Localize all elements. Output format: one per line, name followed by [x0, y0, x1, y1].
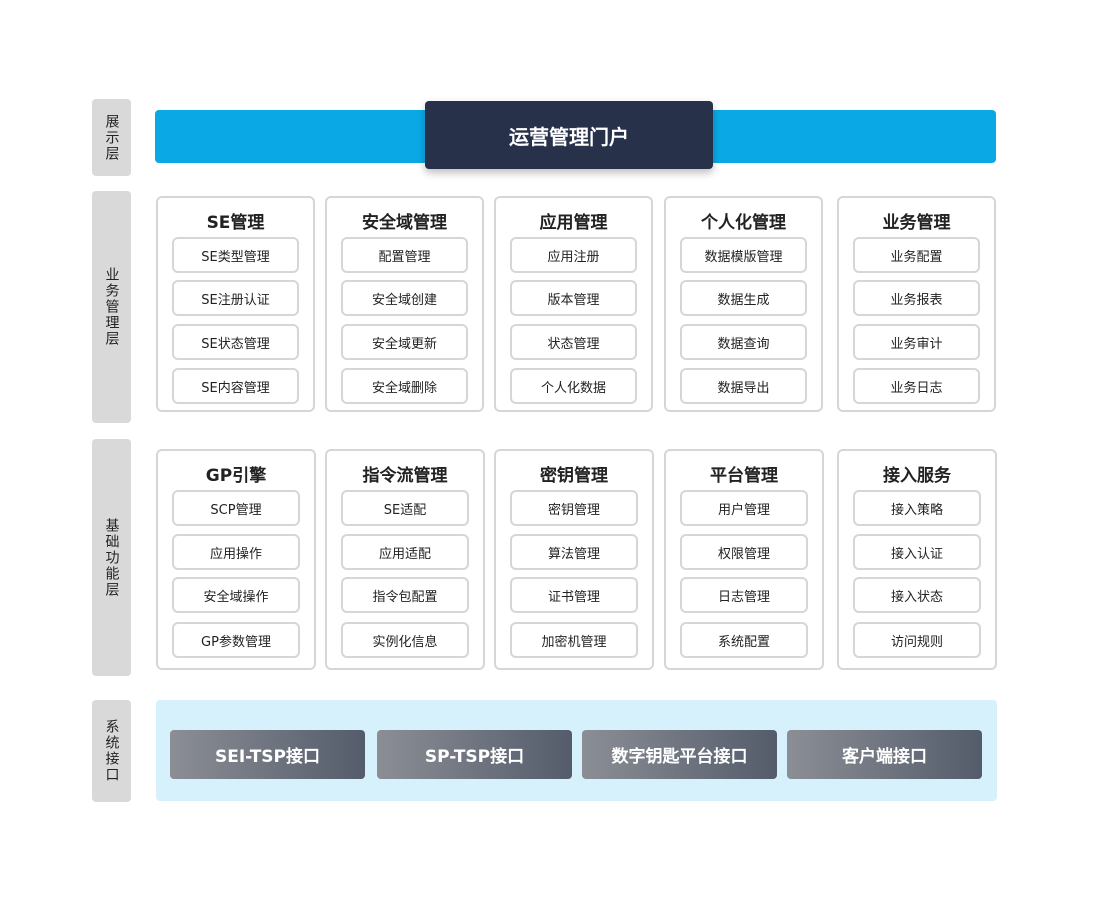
- module-item[interactable]: 指令包配置: [341, 577, 469, 613]
- module-item[interactable]: 应用适配: [341, 534, 469, 570]
- module-item[interactable]: 安全域创建: [341, 280, 468, 316]
- module-item[interactable]: 权限管理: [680, 534, 808, 570]
- module-item[interactable]: SE注册认证: [172, 280, 299, 316]
- module-item[interactable]: 应用注册: [510, 237, 637, 273]
- layer-label-presentation-text: 展示层: [103, 113, 120, 162]
- layer-label-foundation-text: 基础功能层: [103, 517, 120, 598]
- layer-label-interface-text: 系统接口: [103, 719, 120, 783]
- module-item[interactable]: SE内容管理: [172, 368, 299, 404]
- module-item[interactable]: 安全域操作: [172, 577, 300, 613]
- module-title: 指令流管理: [362, 466, 448, 486]
- module-item[interactable]: 实例化信息: [341, 622, 469, 658]
- module-title: SE管理: [206, 213, 265, 233]
- module-access-service: 接入服务 接入策略 接入认证 接入状态 访问规则: [837, 449, 997, 670]
- portal-title[interactable]: 运营管理门户: [425, 101, 713, 169]
- module-gp-engine: GP引擎 SCP管理 应用操作 安全域操作 GP参数管理: [156, 449, 316, 670]
- module-item[interactable]: 加密机管理: [510, 622, 638, 658]
- module-item[interactable]: 接入策略: [853, 490, 981, 526]
- interface-sp-tsp[interactable]: SP-TSP接口: [377, 730, 572, 779]
- module-item[interactable]: 状态管理: [510, 324, 637, 360]
- module-item[interactable]: 数据模版管理: [680, 237, 807, 273]
- module-item[interactable]: 用户管理: [680, 490, 808, 526]
- module-item[interactable]: 版本管理: [510, 280, 637, 316]
- module-se-management: SE管理 SE类型管理 SE注册认证 SE状态管理 SE内容管理: [156, 196, 315, 412]
- layer-label-presentation: 展示层: [92, 99, 131, 176]
- module-title: 个人化管理: [701, 213, 786, 233]
- module-item[interactable]: 数据导出: [680, 368, 807, 404]
- module-item[interactable]: 安全域删除: [341, 368, 468, 404]
- interface-sei-tsp[interactable]: SEI-TSP接口: [170, 730, 365, 779]
- module-item[interactable]: 访问规则: [853, 622, 981, 658]
- module-item[interactable]: 数据生成: [680, 280, 807, 316]
- interface-client[interactable]: 客户端接口: [787, 730, 982, 779]
- module-item[interactable]: 系统配置: [680, 622, 808, 658]
- module-item[interactable]: 业务日志: [853, 368, 980, 404]
- module-item[interactable]: SCP管理: [172, 490, 300, 526]
- module-item[interactable]: 算法管理: [510, 534, 638, 570]
- module-item[interactable]: GP参数管理: [172, 622, 300, 658]
- module-item[interactable]: SE类型管理: [172, 237, 299, 273]
- module-title: 平台管理: [710, 466, 778, 486]
- module-item[interactable]: 数据查询: [680, 324, 807, 360]
- module-item[interactable]: SE状态管理: [172, 324, 299, 360]
- module-application-management: 应用管理 应用注册 版本管理 状态管理 个人化数据: [494, 196, 653, 412]
- layer-label-business-text: 业务管理层: [103, 267, 120, 347]
- module-platform-management: 平台管理 用户管理 权限管理 日志管理 系统配置: [664, 449, 824, 670]
- module-title: 业务管理: [882, 213, 951, 233]
- module-item[interactable]: SE适配: [341, 490, 469, 526]
- module-command-flow-management: 指令流管理 SE适配 应用适配 指令包配置 实例化信息: [325, 449, 485, 670]
- module-business-management: 业务管理 业务配置 业务报表 业务审计 业务日志: [837, 196, 996, 412]
- module-item[interactable]: 安全域更新: [341, 324, 468, 360]
- interface-digital-key-platform[interactable]: 数字钥匙平台接口: [582, 730, 777, 779]
- layer-label-business: 业务管理层: [92, 191, 131, 423]
- module-title: 密钥管理: [540, 466, 608, 486]
- module-item[interactable]: 业务报表: [853, 280, 980, 316]
- module-item[interactable]: 接入状态: [853, 577, 981, 613]
- module-item[interactable]: 业务审计: [853, 324, 980, 360]
- module-title: GP引擎: [205, 466, 267, 486]
- module-item[interactable]: 业务配置: [853, 237, 980, 273]
- layer-label-foundation: 基础功能层: [92, 439, 131, 676]
- module-item[interactable]: 接入认证: [853, 534, 981, 570]
- module-personalization-management: 个人化管理 数据模版管理 数据生成 数据查询 数据导出: [664, 196, 823, 412]
- layer-label-interface: 系统接口: [92, 700, 131, 802]
- module-item[interactable]: 证书管理: [510, 577, 638, 613]
- module-key-management: 密钥管理 密钥管理 算法管理 证书管理 加密机管理: [494, 449, 654, 670]
- module-item[interactable]: 配置管理: [341, 237, 468, 273]
- module-item[interactable]: 个人化数据: [510, 368, 637, 404]
- module-item[interactable]: 日志管理: [680, 577, 808, 613]
- module-title: 接入服务: [883, 466, 951, 486]
- module-security-domain-management: 安全域管理 配置管理 安全域创建 安全域更新 安全域删除: [325, 196, 484, 412]
- module-item[interactable]: 应用操作: [172, 534, 300, 570]
- module-item[interactable]: 密钥管理: [510, 490, 638, 526]
- module-title: 安全域管理: [362, 213, 447, 233]
- module-title: 应用管理: [539, 213, 608, 233]
